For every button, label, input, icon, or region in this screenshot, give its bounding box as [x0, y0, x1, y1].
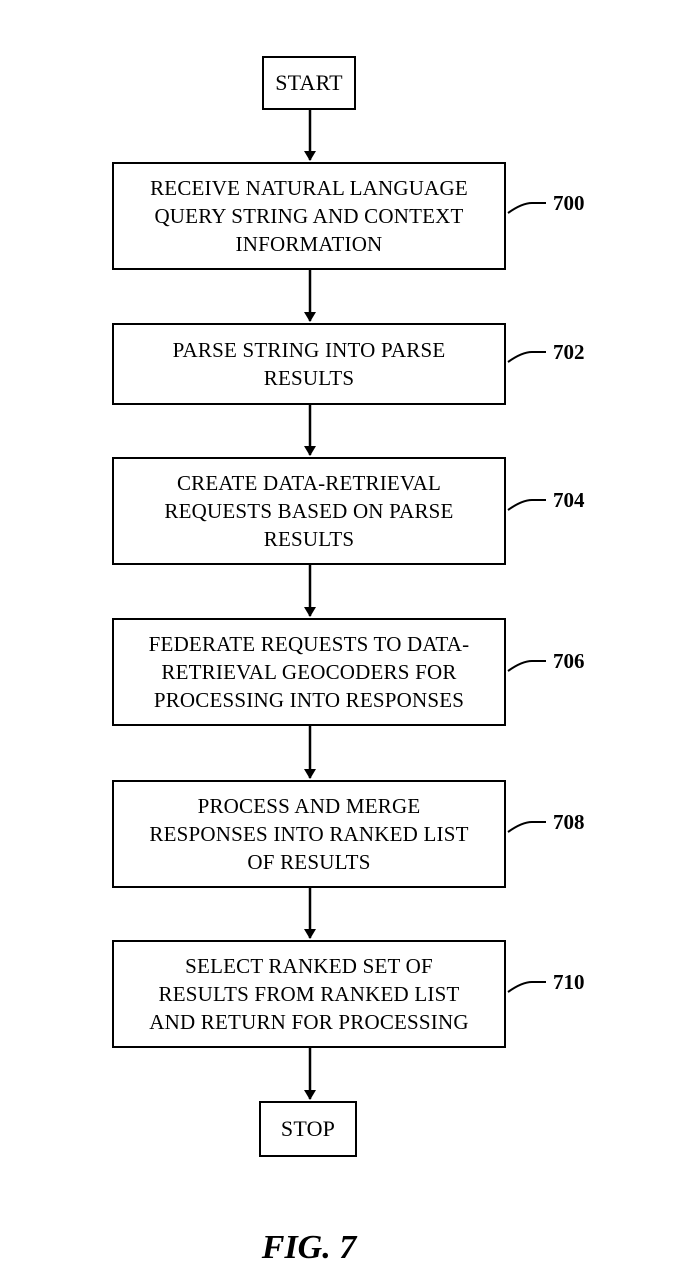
- step-text-line: RESULTS FROM RANKED LIST: [158, 982, 460, 1006]
- step-text: CREATE DATA-RETRIEVAL REQUESTS BASED ON P…: [158, 469, 459, 553]
- step-text-line: RESULTS: [263, 366, 355, 390]
- step-text-line: CREATE DATA-RETRIEVAL: [176, 471, 442, 495]
- stop-label: STOP: [280, 1116, 336, 1141]
- process-step-700: RECEIVE NATURAL LANGUAGE QUERY STRING AND…: [112, 162, 506, 270]
- step-text-line: RESPONSES INTO RANKED LIST: [149, 822, 469, 846]
- step-text-line: FEDERATE REQUESTS TO DATA-: [148, 632, 470, 656]
- step-text-line: PROCESS AND MERGE: [197, 794, 421, 818]
- process-step-708: PROCESS AND MERGE RESPONSES INTO RANKED L…: [112, 780, 506, 888]
- reference-leader-line: [507, 821, 546, 833]
- step-text-line: INFORMATION: [235, 232, 383, 256]
- step-text: FEDERATE REQUESTS TO DATA- RETRIEVAL GEOC…: [143, 630, 476, 714]
- step-text-line: SELECT RANKED SET OF: [185, 954, 433, 978]
- step-text-line: AND RETURN FOR PROCESSING: [149, 1010, 469, 1034]
- reference-leader-line: [507, 981, 546, 993]
- step-text-line: PARSE STRING INTO PARSE: [172, 338, 446, 362]
- step-text: SELECT RANKED SET OF RESULTS FROM RANKED …: [143, 952, 474, 1036]
- figure-caption: FIG. 7: [261, 1229, 357, 1266]
- step-text-line: QUERY STRING AND CONTEXT: [154, 204, 464, 228]
- step-text: PROCESS AND MERGE RESPONSES INTO RANKED L…: [143, 792, 474, 876]
- process-step-702: PARSE STRING INTO PARSE RESULTS: [112, 323, 506, 405]
- start-terminal: START: [262, 56, 356, 110]
- process-step-704: CREATE DATA-RETRIEVAL REQUESTS BASED ON P…: [112, 457, 506, 565]
- step-text-line: OF RESULTS: [247, 850, 371, 874]
- step-text: RECEIVE NATURAL LANGUAGE QUERY STRING AND…: [144, 174, 474, 258]
- reference-numeral-708: 708: [553, 810, 585, 834]
- process-step-706: FEDERATE REQUESTS TO DATA- RETRIEVAL GEOC…: [112, 618, 506, 726]
- step-text-line: RESULTS: [263, 527, 355, 551]
- reference-leader-line: [507, 351, 546, 363]
- process-step-710: SELECT RANKED SET OF RESULTS FROM RANKED …: [112, 940, 506, 1048]
- reference-leader-line: [507, 202, 546, 214]
- reference-numeral-704: 704: [553, 488, 585, 512]
- step-text: PARSE STRING INTO PARSE RESULTS: [167, 336, 452, 392]
- step-text-line: REQUESTS BASED ON PARSE: [164, 499, 454, 523]
- start-label: START: [275, 70, 343, 95]
- reference-numeral-700: 700: [553, 191, 585, 215]
- reference-leader-line: [507, 499, 546, 511]
- reference-numeral-710: 710: [553, 970, 585, 994]
- step-text-line: PROCESSING INTO RESPONSES: [153, 688, 465, 712]
- reference-numeral-706: 706: [553, 649, 585, 673]
- step-text-line: RECEIVE NATURAL LANGUAGE: [150, 176, 468, 200]
- stop-terminal: STOP: [259, 1101, 357, 1157]
- step-text-line: RETRIEVAL GEOCODERS FOR: [161, 660, 457, 684]
- reference-leader-line: [507, 660, 546, 672]
- reference-numeral-702: 702: [553, 340, 585, 364]
